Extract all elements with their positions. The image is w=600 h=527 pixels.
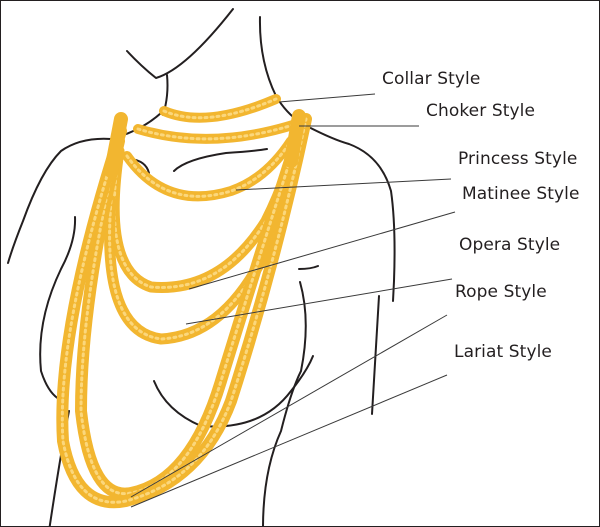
label-matinee-style: Matinee Style: [462, 184, 580, 204]
label-lariat-style: Lariat Style: [454, 342, 552, 362]
necklaces: [56, 94, 312, 509]
label-choker-style: Choker Style: [426, 101, 536, 121]
label-rope-style: Rope Style: [455, 282, 547, 302]
lariat-necklace: [56, 113, 312, 509]
label-collar-style: Collar Style: [382, 69, 481, 89]
choker-necklace: [133, 119, 301, 144]
label-opera-style: Opera Style: [459, 235, 561, 255]
label-princess-style: Princess Style: [458, 149, 578, 169]
torso-outline: [7, 8, 396, 526]
leader-lines: [130, 93, 456, 508]
